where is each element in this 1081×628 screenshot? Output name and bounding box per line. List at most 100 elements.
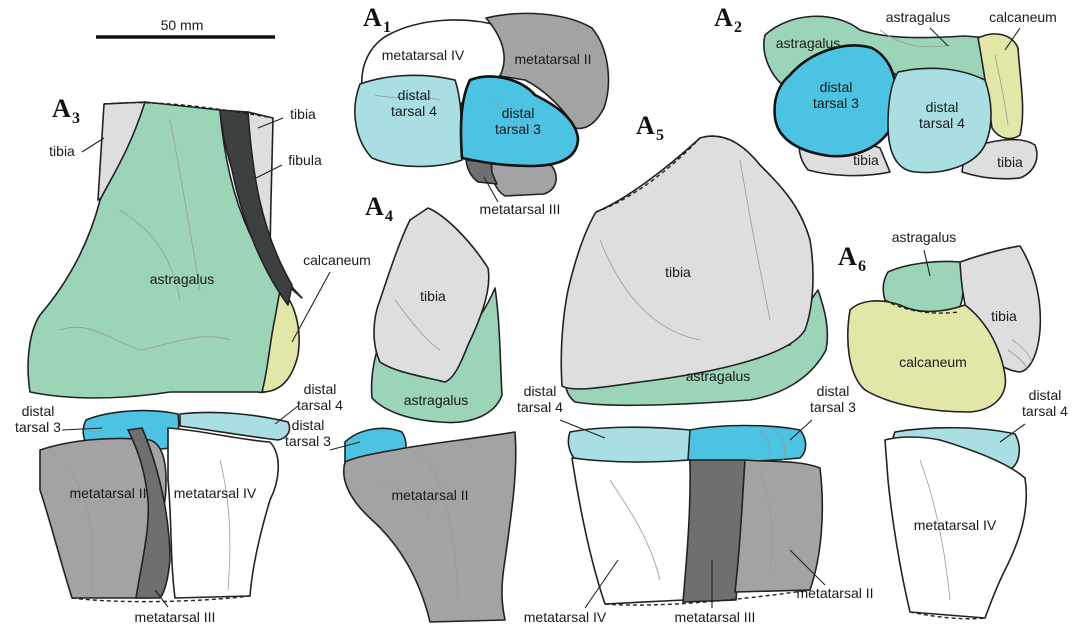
a4-leader-dt3 bbox=[329, 441, 361, 451]
label-line: distal bbox=[1029, 387, 1062, 403]
a5-tibia bbox=[560, 135, 814, 390]
a2-distal-tarsal-3 bbox=[773, 44, 899, 158]
a3-leader-tibia-right bbox=[257, 117, 284, 129]
a3-leader-dt3 bbox=[61, 427, 103, 431]
a4-dashed-top bbox=[427, 207, 489, 269]
a3-panel-sub: 3 bbox=[72, 110, 80, 127]
a1-label-metatarsal-iii: metatarsal III bbox=[480, 201, 561, 217]
a3-label-astragalus: astragalus bbox=[150, 271, 215, 287]
a6-dashed-bottom bbox=[909, 611, 986, 620]
a5-label-metatarsal-ii: metatarsal II bbox=[796, 585, 873, 601]
a5-leader-dt3 bbox=[789, 419, 813, 441]
a1-panel-sub: 1 bbox=[383, 19, 391, 36]
a6-metatarsal-iv bbox=[884, 436, 1028, 619]
label-line: distal bbox=[502, 105, 535, 121]
a3-leader-tibia-left bbox=[81, 137, 105, 153]
a5-dashed-top bbox=[595, 135, 811, 241]
a6-calcaneum bbox=[847, 300, 1007, 413]
a3-label-fibula: fibula bbox=[288, 152, 322, 168]
label-line: distal bbox=[524, 383, 557, 399]
a5-leader-dt4 bbox=[559, 419, 606, 439]
a3-leader-dt4 bbox=[274, 405, 299, 425]
label-line: distal bbox=[292, 417, 325, 433]
a3-leader-mt3 bbox=[154, 589, 169, 608]
a3-label-metatarsal-ii: metatarsal II bbox=[69, 485, 146, 501]
a5-dashed-bottom bbox=[604, 589, 811, 606]
label-line: tarsal 3 bbox=[285, 433, 331, 449]
a2-leader-astragalus bbox=[929, 27, 949, 47]
label-line: distal bbox=[304, 381, 337, 397]
a2-label-astragalus-a: astragalus bbox=[776, 35, 841, 51]
a3-calcaneum bbox=[261, 289, 300, 393]
a3-panel-letter: A bbox=[52, 94, 71, 123]
label-line: tarsal 4 bbox=[297, 397, 343, 413]
a3-label-calcaneum: calcaneum bbox=[303, 252, 371, 268]
a2-label-calcaneum: calcaneum bbox=[989, 9, 1057, 25]
a2-panel-letter: A bbox=[714, 3, 733, 32]
a3-label-metatarsal-iv: metatarsal IV bbox=[174, 485, 257, 501]
a1-panel-letter: A bbox=[363, 3, 382, 32]
a6-leader-astragalus bbox=[923, 249, 931, 277]
a3-leader-calcaneum bbox=[291, 271, 331, 343]
a2-panel-sub: 2 bbox=[734, 19, 742, 36]
a1-metatarsal-iii bbox=[465, 159, 498, 185]
a3-label-tibia-right: tibia bbox=[290, 106, 316, 122]
a1-label-metatarsal-iv: metatarsal IV bbox=[382, 47, 465, 63]
a4-metatarsal-ii bbox=[343, 431, 517, 623]
a6-label-metatarsal-iv: metatarsal IV bbox=[914, 517, 997, 533]
a6-panel-sub: 6 bbox=[858, 258, 866, 275]
a1-distal-tarsal-3 bbox=[459, 75, 580, 168]
a5-distal-tarsal-4 bbox=[567, 426, 694, 464]
a6-leader-dt4 bbox=[999, 423, 1026, 443]
a6-label-calcaneum: calcaneum bbox=[899, 354, 967, 370]
a6-panel-letter: A bbox=[838, 242, 857, 271]
label-line: tarsal 4 bbox=[1022, 403, 1068, 419]
a5-distal-tarsal-3 bbox=[687, 424, 807, 463]
a5-leader-mt2 bbox=[789, 549, 826, 586]
label-line: distal bbox=[398, 87, 431, 103]
a5-metatarsal-ii bbox=[734, 459, 824, 593]
a3-fibula bbox=[219, 109, 293, 306]
a1-label-metatarsal-ii: metatarsal II bbox=[514, 51, 591, 67]
a4-label-astragalus: astragalus bbox=[404, 392, 469, 408]
a6-label-astragalus: astragalus bbox=[892, 229, 957, 245]
a1-distal-tarsal-4 bbox=[354, 74, 463, 168]
label-line: tarsal 3 bbox=[15, 419, 61, 435]
a4-label-tibia: tibia bbox=[420, 288, 446, 304]
label-line: tarsal 4 bbox=[919, 115, 965, 131]
a3-dashed-top bbox=[103, 101, 274, 119]
label-line: tarsal 3 bbox=[495, 121, 541, 137]
a5-label-tibia: tibia bbox=[665, 264, 691, 280]
a2-distal-tarsal-4 bbox=[887, 67, 992, 174]
a5-panel-sub: 5 bbox=[656, 127, 664, 144]
a2-label-tibia-b: tibia bbox=[997, 154, 1023, 170]
scale-bar: 50 mm bbox=[96, 17, 275, 39]
panel-a3: tibia tibia fibula astragalus calcaneum … bbox=[15, 94, 371, 625]
label-line: distal bbox=[22, 403, 55, 419]
label-line: tarsal 4 bbox=[517, 399, 563, 415]
a1-leader-mt3 bbox=[483, 176, 499, 203]
label-line: tarsal 3 bbox=[810, 399, 856, 415]
a4-panel-sub: 4 bbox=[385, 208, 393, 225]
a3-metatarsal-iv bbox=[167, 427, 280, 599]
label-line: tarsal 3 bbox=[813, 95, 859, 111]
a2-leader-calcaneum bbox=[1004, 27, 1021, 51]
a3-distal-tarsal-4 bbox=[179, 411, 291, 441]
a6-dashed-mid bbox=[884, 299, 959, 314]
label-line: tarsal 4 bbox=[391, 103, 437, 119]
